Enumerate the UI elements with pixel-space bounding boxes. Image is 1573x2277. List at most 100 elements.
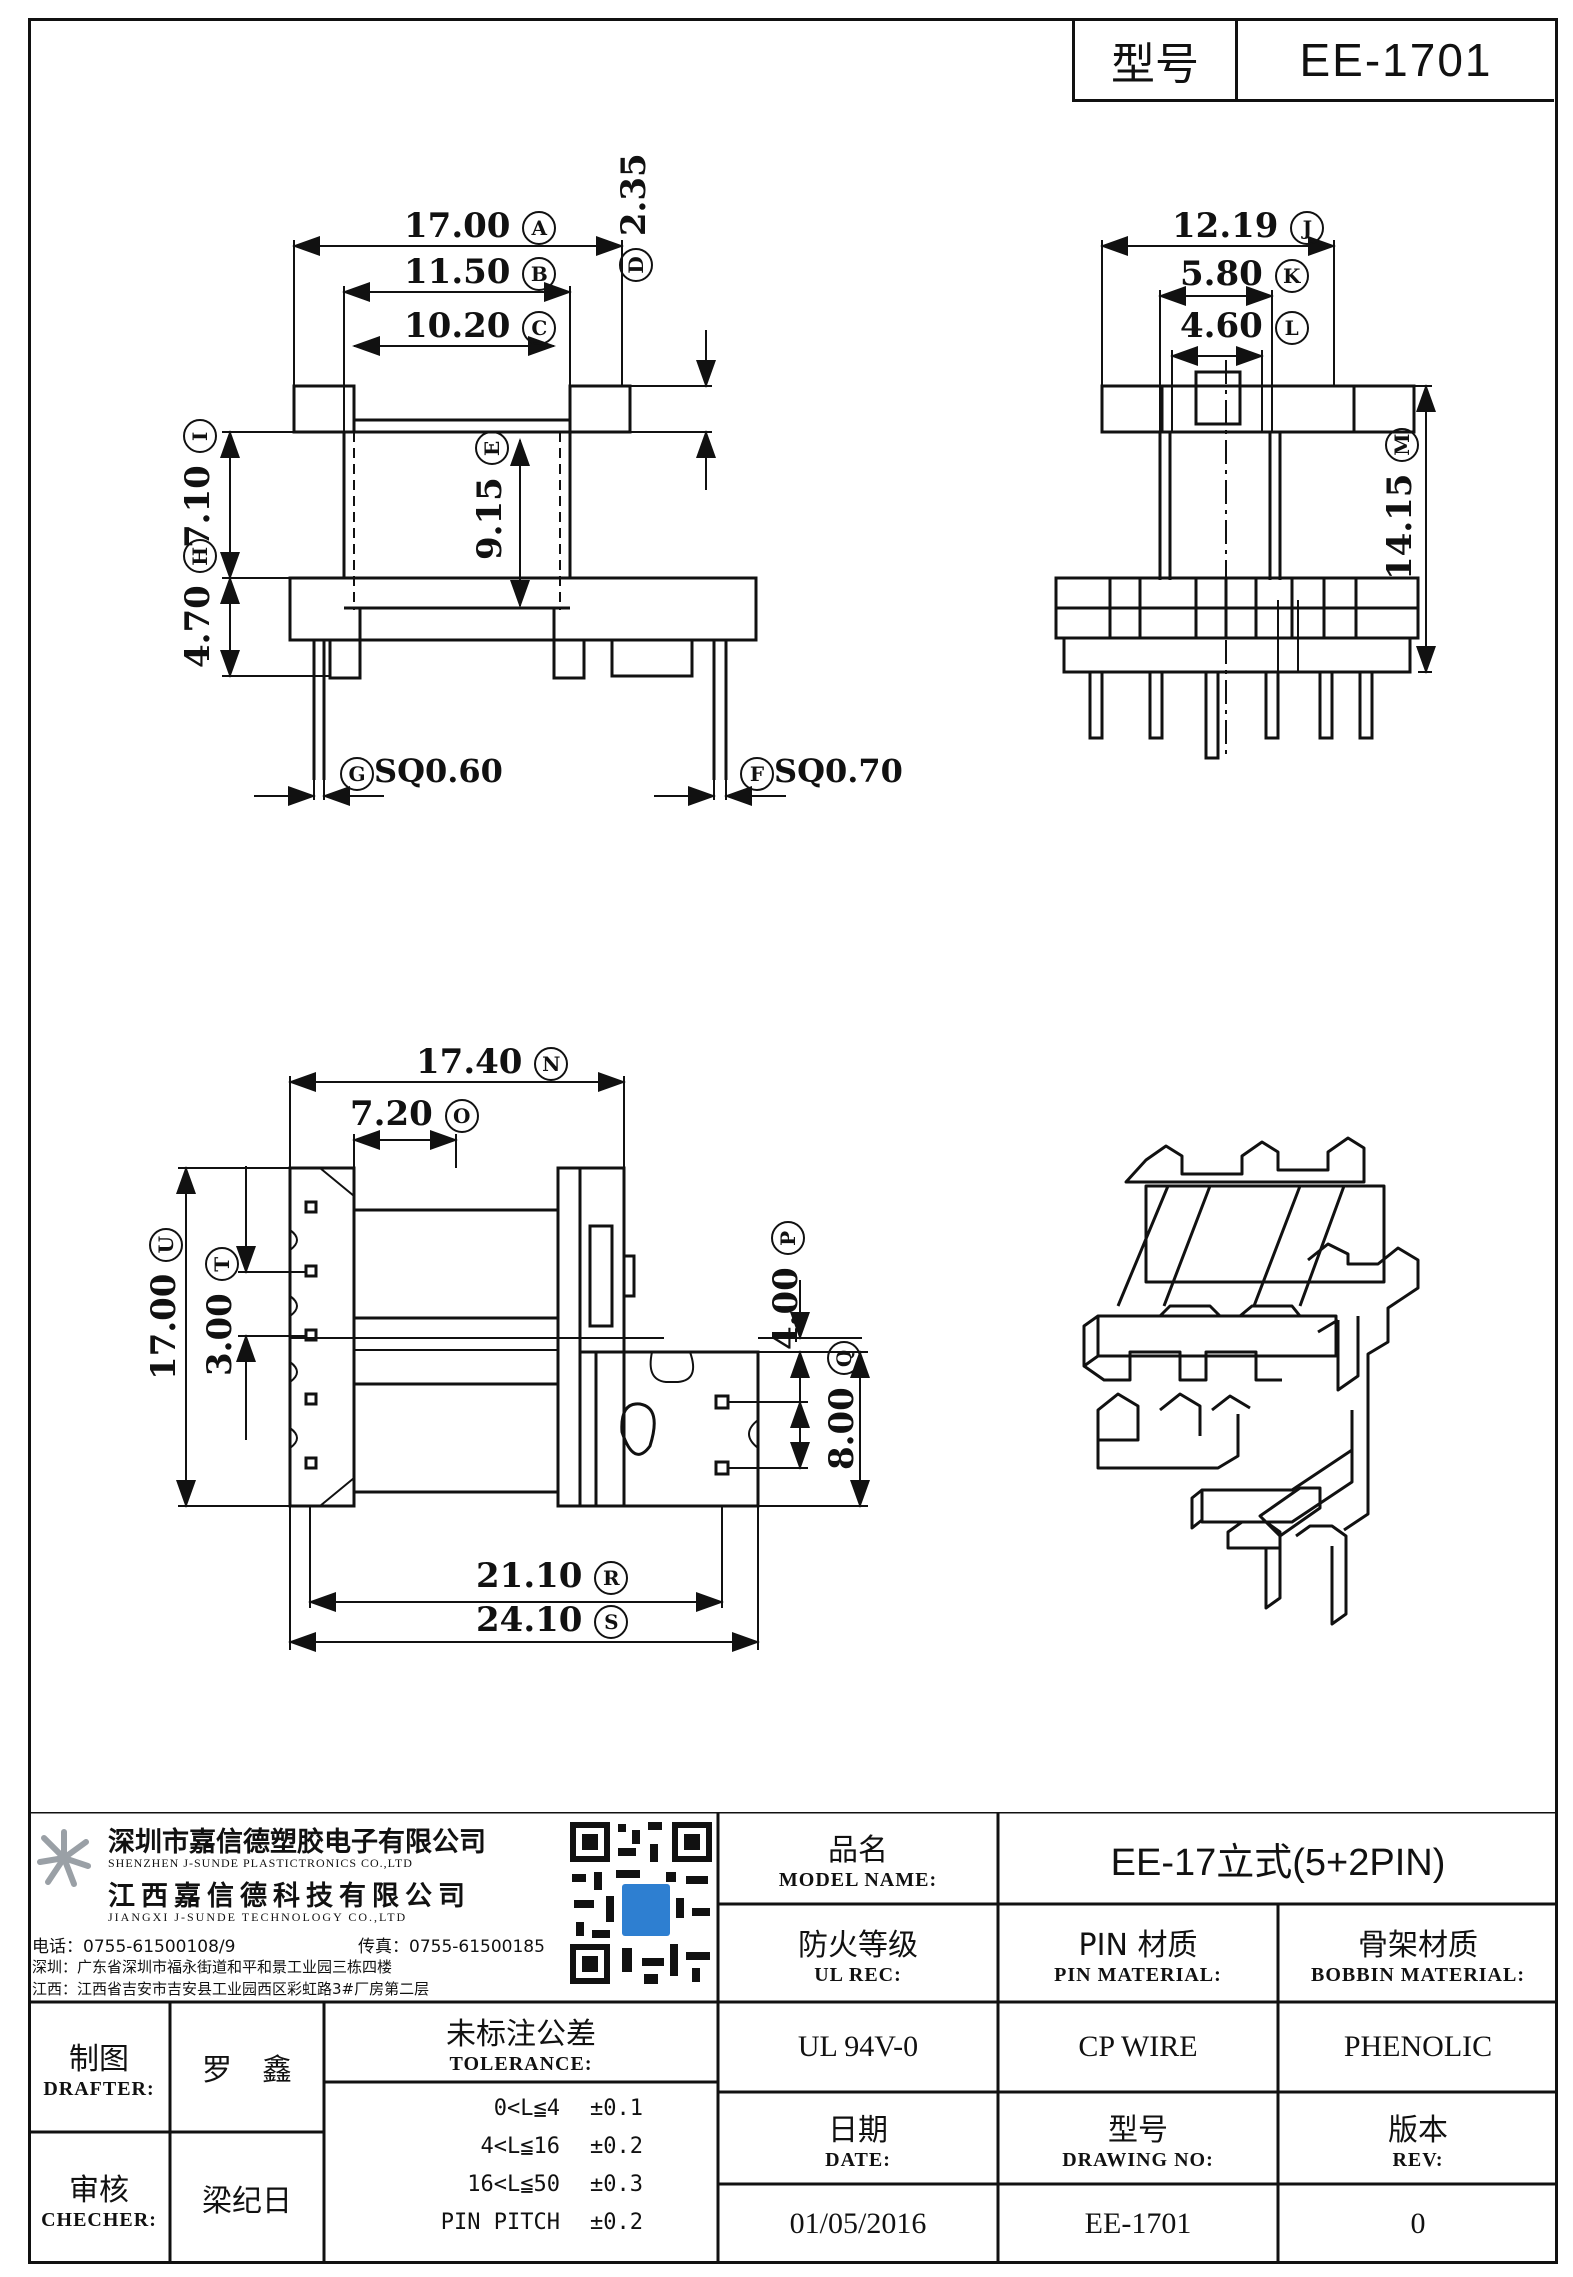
dim-u-letter: U (149, 1227, 183, 1262)
dim-g-letter: G (340, 756, 374, 791)
company-name-jx: 江西嘉信德科技有限公司 (108, 1881, 471, 1912)
dim-j: 12.19 J (1172, 206, 1325, 246)
date-value: 01/05/2016 (718, 2184, 998, 2264)
dim-k-value: 5.80 (1180, 254, 1263, 294)
dim-i: 7.10 I (178, 419, 218, 548)
dim-f-letter: F (740, 756, 774, 791)
title-block-grid (28, 1812, 1558, 2264)
dim-t: 3.00 T (200, 1247, 240, 1376)
front-view (288, 384, 758, 780)
ul-rec-value: UL 94V-0 (718, 2002, 998, 2092)
model-name-cn: 品名 (828, 1832, 888, 1868)
dim-o-value: 7.20 (350, 1094, 433, 1134)
company-phone: 电话：0755-61500108/9 (32, 1937, 236, 1957)
date-text: 01/05/2016 (789, 2207, 927, 2240)
ul-rec-cn: 防火等级 (798, 1927, 918, 1963)
model-name-label: 品名 MODEL NAME: (718, 1812, 998, 1904)
bobbin-material-en: BOBBIN MATERIAL: (1311, 1963, 1525, 1986)
company-name-jx-en: JIANGXI J-SUNDE TECHNOLOGY CO.,LTD (108, 1910, 408, 1924)
side-view (1054, 360, 1420, 760)
drafter-label: 制图 DRAFTER: (28, 2002, 170, 2132)
dim-m: 14.15 M (1380, 427, 1420, 580)
bobbin-material-text: PHENOLIC (1343, 2030, 1493, 2063)
dim-r-letter: R (594, 1561, 629, 1595)
header-model-box: 型号 EE-1701 (1072, 20, 1554, 102)
front-view-dims (220, 236, 786, 806)
drafter-cn: 制图 (69, 2041, 129, 2077)
drafter-text: 罗 鑫 (202, 2053, 292, 2088)
dim-d-letter: D (619, 248, 653, 282)
dim-l-value: 4.60 (1180, 306, 1263, 346)
dim-j-letter: J (1290, 211, 1325, 245)
dim-o: 7.20 O (350, 1094, 479, 1134)
rev-en: REV: (1392, 2148, 1444, 2171)
dim-d: D 2.35 (614, 153, 654, 282)
drafter-value: 罗 鑫 (170, 2002, 324, 2132)
dim-t-value: 3.00 (200, 1293, 240, 1376)
model-name-en: MODEL NAME: (778, 1868, 938, 1891)
dim-l: 4.60 L (1180, 306, 1309, 346)
dim-p-value: 4.00 (766, 1267, 806, 1350)
pin-material-cn: PIN 材质 (1078, 1927, 1198, 1963)
tolerance-value: ±0.2 (590, 2210, 643, 2235)
dim-i-letter: I (183, 419, 217, 454)
tolerance-en: TOLERANCE: (449, 2052, 593, 2075)
ul-rec-label: 防火等级 UL REC: (718, 1904, 998, 2002)
dim-h-value: 4.70 (178, 585, 218, 668)
tolerance-range: 16<L≦50 (467, 2172, 560, 2197)
tolerance-value: ±0.2 (590, 2134, 643, 2159)
dim-e: 9.15 E (470, 431, 510, 560)
bobbin-material-cn: 骨架材质 (1358, 1927, 1478, 1963)
dim-s: 24.10 S (476, 1600, 629, 1640)
company-addr-jx: 江西：江西省吉安市吉安县工业园西区彩虹路3#厂房第二层 (32, 1980, 430, 1998)
drawing-no-cn: 型号 (1108, 2112, 1168, 2148)
rev-label: 版本 REV: (1278, 2092, 1558, 2184)
company-addr-sz: 深圳：广东省深圳市福永街道和平和景工业园三栋四楼 (32, 1958, 393, 1976)
company-name-sz: 深圳市嘉信德塑胶电子有限公司 (108, 1827, 486, 1858)
dim-d-value: 2.35 (614, 153, 654, 237)
side-pins (1088, 670, 1374, 760)
dim-u: 17.00 U (144, 1227, 184, 1380)
drawing-no-label: 型号 DRAWING NO: (998, 2092, 1278, 2184)
dim-s-letter: S (594, 1605, 629, 1639)
dim-k: 5.80 K (1180, 254, 1309, 294)
dim-n-letter: N (534, 1047, 569, 1081)
tolerance-range: 4<L≦16 (480, 2134, 560, 2159)
dim-c-value: 10.20 (404, 306, 511, 346)
model-name-text: EE-17立式(5+2PIN) (1110, 1841, 1446, 1884)
drawing-no-value: EE-1701 (998, 2184, 1278, 2264)
dim-a-value: 17.00 (404, 206, 511, 246)
rev-value: 0 (1278, 2184, 1558, 2264)
dim-r-value: 21.10 (476, 1556, 583, 1596)
checker-text: 梁纪日 (202, 2184, 292, 2219)
tolerance-value: ±0.1 (590, 2096, 643, 2121)
model-name-value: EE-17立式(5+2PIN) (998, 1812, 1558, 1904)
dim-t-letter: T (205, 1247, 239, 1282)
company-fax: 传真：0755-61500185 (358, 1937, 545, 1957)
title-block: 深圳市嘉信德塑胶电子有限公司 SHENZHEN J-SUNDE PLASTICT… (28, 1812, 1558, 2264)
rev-cn: 版本 (1388, 2112, 1448, 2148)
ul-rec-text: UL 94V-0 (797, 2030, 919, 2063)
dim-c-letter: C (522, 311, 557, 345)
dim-q-letter: Q (827, 1341, 861, 1376)
dim-l-letter: L (1274, 311, 1309, 345)
dim-p-letter: P (771, 1221, 805, 1256)
tolerance-label: 未标注公差 TOLERANCE: (324, 2002, 718, 2082)
date-en: DATE: (825, 2148, 891, 2171)
dim-h: 4.70 H (178, 539, 218, 668)
dim-g-value: SQ0.60 (374, 752, 503, 790)
bottom-view-dims (176, 1072, 870, 1652)
tolerance-range: PIN PITCH (440, 2210, 560, 2235)
side-view-dims (1100, 236, 1436, 674)
tolerance-table: 0<L≦4 ±0.1 4<L≦16 ±0.2 16<L≦50 ±0.3 PIN … (324, 2082, 718, 2264)
dim-b: 11.50 B (404, 252, 557, 292)
dim-c: 10.20 C (404, 306, 557, 346)
dim-e-letter: E (475, 431, 509, 466)
drafter-en: DRAFTER: (43, 2077, 155, 2100)
dim-n: 17.40 N (416, 1042, 569, 1082)
drawing-no-en: DRAWING NO: (1062, 2148, 1214, 2171)
tolerance-value: ±0.3 (590, 2172, 643, 2197)
tolerance-cn: 未标注公差 (446, 2016, 596, 2052)
tolerance-range: 0<L≦4 (493, 2096, 560, 2121)
